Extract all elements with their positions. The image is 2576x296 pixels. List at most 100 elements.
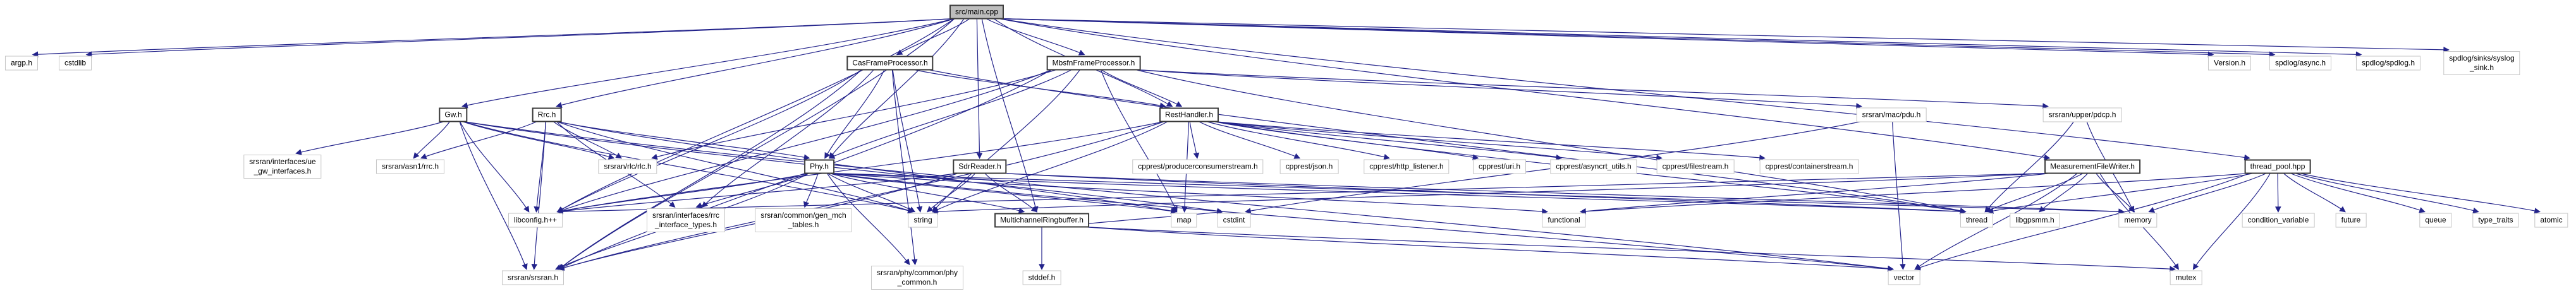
edge-phy-functional <box>829 172 1548 215</box>
edge-phy-map <box>829 172 1177 215</box>
node-argp[interactable]: argp.h <box>4 56 39 71</box>
node-vector[interactable]: vector <box>1888 270 1920 285</box>
node-cas[interactable]: CasFrameProcessor.h <box>846 56 934 71</box>
edge-tpool-vector <box>1914 172 2250 271</box>
node-rlc[interactable]: srsran/rlc/rlc.h <box>598 159 657 174</box>
edge-mfw-libgpsmm <box>2039 173 2089 213</box>
edge-rrc-rlc <box>552 121 622 159</box>
edge-phy-ringbuf <box>829 172 1025 214</box>
node-condvar[interactable]: condition_variable <box>2242 213 2315 228</box>
node-rest[interactable]: RestHandler.h <box>1159 107 1219 122</box>
node-mfw[interactable]: MeasurementFileWriter.h <box>2044 159 2140 174</box>
edge-main-argp <box>32 18 955 57</box>
edge-main-mfw <box>998 18 2051 160</box>
node-main[interactable]: src/main.cpp <box>949 4 1004 20</box>
node-asyncrt[interactable]: cpprest/asyncrt_utils.h <box>1550 159 1637 174</box>
node-tpool[interactable]: thread_pool.hpp <box>2244 159 2311 174</box>
node-functional[interactable]: functional <box>1542 213 1586 228</box>
edge-main-phy <box>829 18 965 159</box>
node-gw[interactable]: Gw.h <box>439 107 468 122</box>
edge-rest-srsranh <box>558 121 1165 271</box>
node-genmch[interactable]: srsran/common/gen_mch _tables.h <box>755 208 852 232</box>
edge-gw-libconfig <box>459 121 530 213</box>
edge-phy-genmch <box>803 173 819 208</box>
node-uegw[interactable]: srsran/interfaces/ue _gw_interfaces.h <box>243 155 322 179</box>
node-asn1rrc[interactable]: srsran/asn1/rrc.h <box>375 159 445 174</box>
edge-tpool-functional <box>1580 172 2250 215</box>
edge-ringbuf-mutex <box>1084 226 2176 272</box>
node-containerstream[interactable]: cpprest/containerstream.h <box>1759 159 1859 174</box>
node-syslogsink[interactable]: spdlog/sinks/syslog _sink.h <box>2443 51 2520 75</box>
edge-tpool-thread <box>1987 172 2254 214</box>
edge-mfw-functional <box>1580 172 2051 215</box>
edge-tpool-atomic <box>2299 172 2541 214</box>
node-filestream[interactable]: cpprest/filestream.h <box>1656 159 1735 174</box>
node-macpdu[interactable]: srsran/mac/pdu.h <box>1856 107 1927 122</box>
node-version[interactable]: Version.h <box>2207 56 2252 71</box>
node-spdasync[interactable]: spdlog/async.h <box>2269 56 2332 71</box>
node-pcs[interactable]: cpprest/producerconsumerstream.h <box>1132 159 1264 174</box>
edge-gw-asn1rrc <box>413 121 451 159</box>
node-rrcif[interactable]: srsran/interfaces/rrc _interface_types.h <box>646 208 726 232</box>
node-mutex[interactable]: mutex <box>2170 270 2202 285</box>
node-srsranh[interactable]: srsran/srsran.h <box>501 270 565 285</box>
node-mbsfn[interactable]: MbsfnFrameProcessor.h <box>1046 56 1141 71</box>
node-spdlog[interactable]: spdlog/spdlog.h <box>2355 56 2421 71</box>
node-uri[interactable]: cpprest/uri.h <box>1472 159 1527 174</box>
edge-macpdu-vector <box>1892 121 1906 270</box>
edge-rest-string <box>932 121 1168 213</box>
node-httplistener[interactable]: cpprest/http_listener.h <box>1364 159 1450 174</box>
node-string[interactable]: string <box>908 213 938 228</box>
edge-rest-asyncrt <box>1213 121 1563 161</box>
edge-main-sdr <box>976 18 983 159</box>
edge-mfw-thread <box>1985 172 2084 213</box>
node-cstdint[interactable]: cstdint <box>1217 213 1251 228</box>
edge-main-libconfig <box>556 18 955 213</box>
node-pdcp[interactable]: srsran/upper/pdcp.h <box>2042 107 2122 122</box>
edge-mbsfn-rlc <box>651 69 1057 160</box>
edge-main-cstdlib <box>85 18 955 57</box>
edge-cas-srsranh <box>558 69 862 270</box>
edge-main-cas <box>896 18 970 56</box>
node-phycommon[interactable]: srsran/phy/common/phy _common.h <box>870 266 964 290</box>
edge-cas-string <box>892 69 923 213</box>
edge-mbsfn-phy <box>828 69 1072 159</box>
edge-mbsfn-macpdu <box>1135 69 1862 109</box>
node-sdr[interactable]: SdrReader.h <box>953 159 1007 174</box>
edge-main-rrc <box>556 18 955 109</box>
node-queue[interactable]: queue <box>2419 213 2452 228</box>
edge-phy-phycommon <box>826 173 910 266</box>
edge-main-mbsfn <box>986 18 1085 56</box>
edge-tpool-typetraits <box>2295 172 2479 214</box>
edge-tpool-future <box>2283 173 2346 213</box>
node-rrc[interactable]: Rrc.h <box>532 107 562 122</box>
edge-pdcp-thread <box>1984 121 2075 213</box>
edge-rest-httplistener <box>1206 121 1390 160</box>
edge-cas-libconfig <box>556 69 862 213</box>
node-map[interactable]: map <box>1171 213 1197 228</box>
edge-main-gw <box>461 18 955 109</box>
edge-rrc-map <box>556 121 1177 214</box>
node-typetraits[interactable]: type_traits <box>2472 213 2519 228</box>
node-stddef[interactable]: stddef.h <box>1022 270 1061 285</box>
node-future[interactable]: future <box>2335 213 2367 228</box>
edge-gw-srsranh <box>459 121 528 270</box>
node-atomic[interactable]: atomic <box>2534 213 2568 228</box>
edge-tpool-mutex <box>2192 173 2271 270</box>
node-libconfig[interactable]: libconfig.h++ <box>508 213 563 228</box>
node-thread[interactable]: thread <box>1960 213 1994 228</box>
node-libgpsmm[interactable]: libgpsmm.h <box>2010 213 2060 228</box>
node-cstdlib[interactable]: cstdlib <box>58 56 92 71</box>
edge-cas-rrcif <box>701 69 874 208</box>
edge-mbsfn-map <box>1100 69 1178 213</box>
node-json[interactable]: cpprest/json.h <box>1279 159 1339 174</box>
edge-cas-thread <box>928 69 1967 214</box>
node-memory[interactable]: memory <box>2118 213 2158 228</box>
edge-main-tpool <box>998 18 2250 161</box>
edge-mfw-vector <box>1914 173 2078 270</box>
node-ringbuf[interactable]: MultichannelRingbuffer.h <box>994 213 1089 228</box>
edge-gw-cstdint <box>462 121 1223 215</box>
node-phy[interactable]: Phy.h <box>804 159 834 174</box>
